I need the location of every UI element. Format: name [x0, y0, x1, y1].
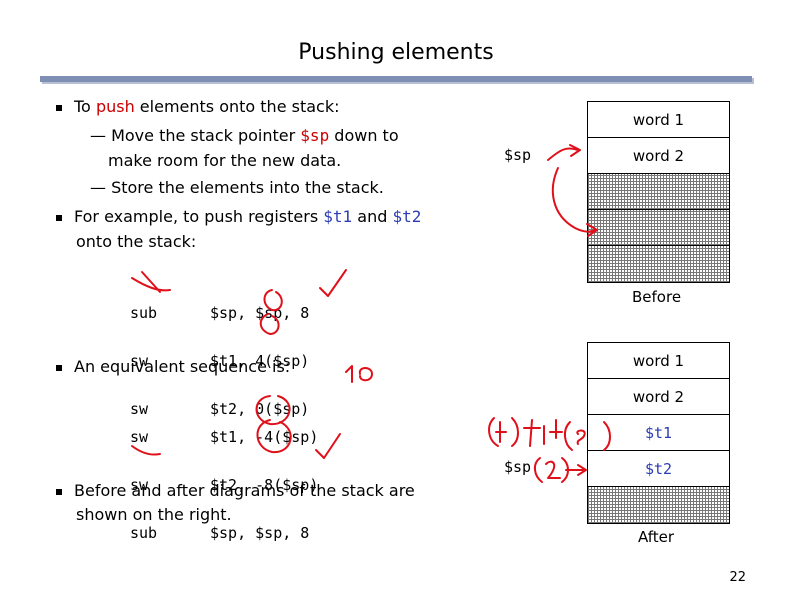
- stack-cell: word 1: [588, 343, 729, 379]
- stack-cell-empty: [588, 174, 729, 210]
- code-args: $sp, $sp, 8: [210, 524, 310, 542]
- ink-mark: [534, 457, 543, 483]
- bullet-text: — Move the stack pointer: [90, 126, 301, 145]
- slide-title: Pushing elements: [298, 40, 494, 65]
- stack-cell-t2: $t2: [588, 451, 729, 487]
- stack-cell: word 2: [588, 138, 729, 174]
- code-line: sub $sp, $sp, 8: [130, 305, 309, 321]
- check-mark: [315, 433, 341, 459]
- bullet-text: down to: [329, 126, 399, 145]
- bullet-text: elements onto the stack:: [134, 97, 340, 116]
- code-args: $t2, -8($sp): [210, 476, 319, 494]
- bullet-text: An equivalent sequence is:: [74, 357, 291, 376]
- page-number: 22: [729, 570, 746, 585]
- arrow-icon: [547, 147, 579, 161]
- ink-mark: [561, 457, 569, 483]
- subbullet-move-cont: make room for the new data.: [108, 151, 342, 170]
- ink-mark: [564, 421, 573, 451]
- code-op: sw: [130, 476, 149, 494]
- subbullet-move: — Move the stack pointer $sp down to: [90, 126, 399, 145]
- bullet-text: and: [352, 207, 393, 226]
- code-args: $t2, 0($sp): [210, 400, 310, 418]
- after-caption: After: [638, 528, 675, 546]
- stack-before: word 1 word 2: [587, 101, 730, 283]
- t2-register: $t2: [392, 207, 422, 226]
- stack-cell-empty: [588, 487, 729, 523]
- check-mark: [319, 269, 347, 297]
- push-keyword: push: [95, 97, 135, 116]
- stack-cell-empty: [588, 246, 729, 282]
- sp-label-before: $sp: [504, 146, 532, 164]
- bullet-push: To push elements onto the stack:: [56, 97, 340, 116]
- code-block-equivalent: sw $t1, -4($sp) sw $t2, -8($sp) sub $sp, $s…: [130, 397, 318, 557]
- sp-label-after: $sp: [504, 458, 532, 476]
- title-rule: [40, 76, 752, 82]
- stack-after: word 1 word 2 $t1 $t2: [587, 342, 730, 524]
- stack-cell: word 2: [588, 379, 729, 415]
- before-caption: Before: [632, 288, 682, 306]
- ink-mark: [358, 367, 373, 382]
- bullet-text: To: [74, 97, 96, 116]
- ink-mark: [545, 460, 561, 479]
- code-op: sw: [130, 400, 149, 418]
- bullet-marker: [56, 214, 62, 221]
- bullet-marker: [56, 364, 62, 371]
- bullet-example: For example, to push registers $t1 and $…: [56, 207, 421, 226]
- ink-mark: [511, 417, 519, 447]
- code-op: sub: [130, 524, 158, 542]
- stack-cell-t1: $t1: [588, 415, 729, 451]
- bullet-text: Before and after diagrams of the stack a…: [74, 481, 415, 500]
- code-line: sw $t1, 4($sp): [130, 352, 309, 370]
- bullet-text: For example, to push registers: [74, 207, 324, 226]
- ink-mark: [488, 417, 499, 447]
- bullet-marker: [56, 488, 62, 495]
- code-line: sw $t2, -8($sp): [130, 476, 318, 494]
- code-args: $t1, 4($sp): [210, 352, 310, 370]
- sp-register: $sp: [300, 126, 330, 145]
- stack-cell-empty: [588, 210, 729, 246]
- ink-mark: [576, 429, 586, 445]
- code-line: sw $t1, -4($sp): [130, 428, 318, 446]
- stack-cell: word 1: [588, 102, 729, 138]
- code-op: sw: [130, 428, 149, 446]
- code-args: $sp, $sp, 8: [210, 304, 310, 322]
- ink-mark: [345, 365, 353, 383]
- arrow-icon: [577, 464, 587, 476]
- bullet-diagrams-cont: shown on the right.: [76, 505, 232, 524]
- code-args: $t1, -4($sp): [210, 428, 319, 446]
- arrow-icon: [569, 144, 581, 157]
- subbullet-store: — Store the elements into the stack.: [90, 178, 384, 197]
- ink-mark: [529, 419, 533, 447]
- bullet-marker: [56, 104, 62, 111]
- bullet-equivalent: An equivalent sequence is:: [56, 357, 290, 376]
- t1-register: $t1: [323, 207, 353, 226]
- code-line: sub $sp, $sp, 8: [130, 525, 309, 541]
- code-op: sub: [130, 304, 158, 322]
- code-op: sw: [130, 352, 149, 370]
- bullet-diagrams: Before and after diagrams of the stack a…: [56, 481, 415, 500]
- bullet-example-cont: onto the stack:: [76, 232, 197, 251]
